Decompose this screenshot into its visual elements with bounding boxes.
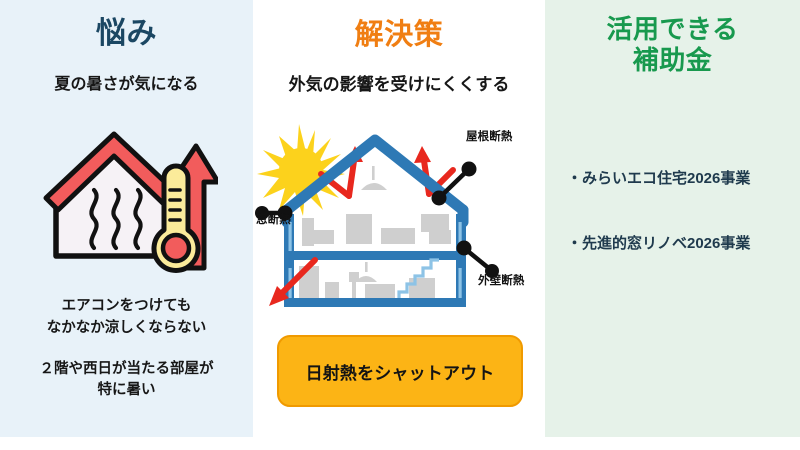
- panel-subsidy: 活用できる 補助金: [545, 0, 800, 437]
- label-window-insulation: 窓断熱: [256, 214, 291, 226]
- house-insulation-diagram: [253, 118, 545, 318]
- panel-subsidy-title-line2: 補助金: [632, 44, 713, 75]
- leader-wall: [456, 240, 499, 278]
- problem-points: エアコンをつけても なかなか涼しくならない ２階や西日が当たる部屋が 特に暑い: [0, 296, 253, 402]
- leader-roof: [431, 161, 477, 206]
- panel-problem: 悩み 夏の暑さが気になる: [0, 0, 253, 437]
- problem-point: 特に暑い: [97, 382, 156, 399]
- shutout-callout-label: 日射熱をシャットアウト: [305, 363, 495, 383]
- panel-solution-subtitle: 外気の影響を受けにくくする: [288, 75, 510, 94]
- subsidy-list: ・みらいエコ住宅2026事業 ・先進的窓リノベ2026事業: [545, 168, 800, 254]
- label-wall-insulation: 外壁断熱: [478, 275, 525, 287]
- hot-house-thermometer-icon: [38, 120, 221, 280]
- panel-subsidy-title-line1: 活用できる: [606, 14, 739, 44]
- panel-problem-title: 悩み: [95, 17, 158, 50]
- panel-solution-title: 解決策: [354, 19, 444, 51]
- panel-problem-subtitle: 夏の暑さが気になる: [54, 76, 199, 93]
- list-item: ・みらいエコ住宅2026事業: [567, 170, 751, 187]
- panel-subsidy-title: 活用できる 補助金: [545, 14, 800, 75]
- list-item: ・先進的窓リノベ2026事業: [567, 235, 751, 252]
- problem-point: エアコンをつけても: [61, 298, 192, 314]
- shutout-callout-button[interactable]: 日射熱をシャットアウト: [277, 335, 523, 407]
- sun-icon: [257, 124, 345, 216]
- problem-point: ２階や西日が当たる部屋が: [39, 360, 214, 377]
- label-roof-insulation: 屋根断熱: [466, 131, 513, 143]
- leader-window: [255, 205, 293, 221]
- problem-point: なかなか涼しくならない: [46, 319, 207, 336]
